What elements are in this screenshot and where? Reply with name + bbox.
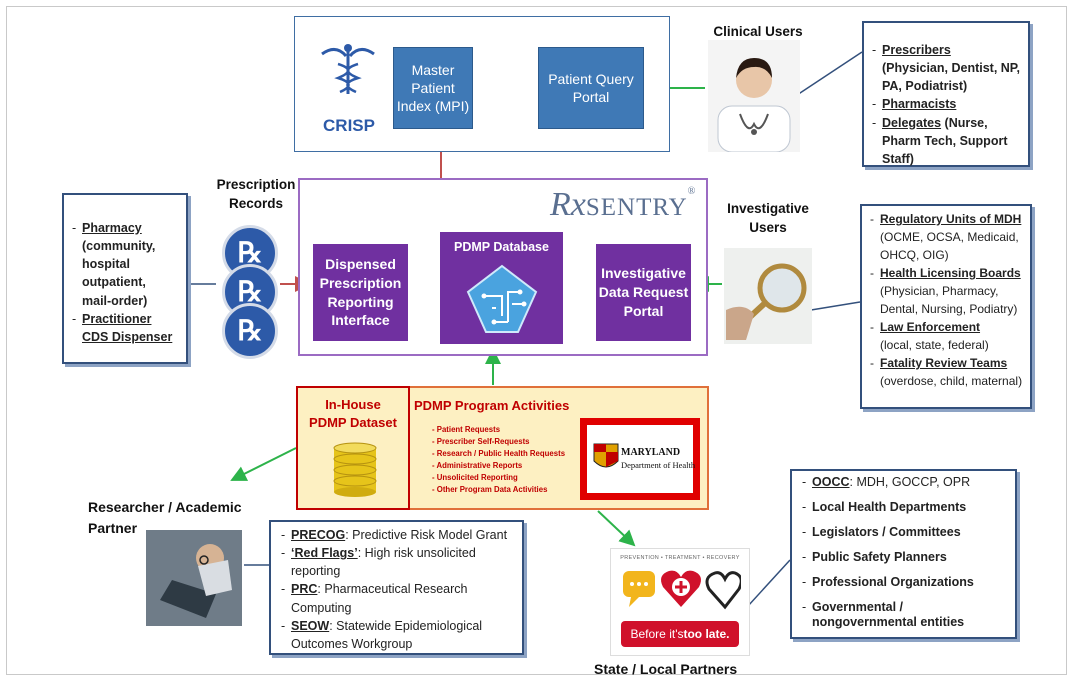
list-item: ‘Red Flags’: High risk unsolicited repor… xyxy=(281,544,516,580)
activities-list: Patient Requests Prescriber Self-Request… xyxy=(432,424,582,496)
list-item: Professional Organizations xyxy=(802,575,1007,590)
list-item: PRECOG: Predictive Risk Model Grant xyxy=(281,526,516,544)
state-partners-box: OOCC: MDH, GOCCP, OPR Local Health Depar… xyxy=(790,469,1017,639)
investigative-line xyxy=(810,301,861,311)
dispensed-interface-box: Dispensed Prescription Reporting Interfa… xyxy=(313,244,408,341)
list-item: Law Enforcement(local, state, federal) xyxy=(870,318,1024,354)
maryland-logo-frame: MARYLAND Department of Health xyxy=(580,418,700,500)
list-item: Pharmacists xyxy=(872,95,1020,113)
list-item: Patient Requests xyxy=(432,424,582,436)
inhouse-dataset-label: In-House PDMP Dataset xyxy=(309,397,397,430)
list-item: Local Health Departments xyxy=(802,500,1007,515)
list-item: Research / Public Health Requests xyxy=(432,448,582,460)
list-item: SEOW: Statewide Epidemiological Outcomes… xyxy=(281,617,516,653)
clinical-users-box: Prescribers (Physician, Dentist, NP, PA,… xyxy=(862,21,1030,167)
list-item: Governmental / nongovernmental entities xyxy=(802,600,1007,630)
activities-to-state-arrow xyxy=(597,510,636,547)
state-partners-title: State / Local Partners xyxy=(594,661,738,677)
clinical-users-title: Clinical Users xyxy=(713,24,803,39)
list-item: Prescriber Self-Requests xyxy=(432,436,582,448)
database-stack-icon xyxy=(333,442,377,497)
campaign-slogan: Before it's too late. xyxy=(621,621,739,647)
list-item: Pharmacy (community, hospital outpatient… xyxy=(72,219,178,310)
researcher-icon xyxy=(146,530,242,626)
maryland-flag-icon xyxy=(593,443,619,468)
pdmp-database-label: PDMP Database xyxy=(454,240,549,254)
pdmp-database-box: PDMP Database xyxy=(440,232,563,344)
outer-frame xyxy=(6,6,1067,675)
magnifier-icon xyxy=(726,263,807,340)
inhouse-dataset-box: In-House PDMP Dataset xyxy=(296,386,410,510)
investigative-users-title: Investigative Users xyxy=(727,201,809,235)
mpi-box: Master Patient Index (MPI) xyxy=(393,47,473,129)
rxsentry-logo: RxSENTRY® xyxy=(550,186,696,223)
prescription-records-title: Prescription Records xyxy=(216,177,296,211)
list-item: Fatality Review Teams(overdose, child, m… xyxy=(870,354,1024,390)
campaign-icons xyxy=(623,570,741,610)
dataset-to-researcher-arrow xyxy=(230,447,297,481)
state-line xyxy=(747,559,791,607)
researcher-title: Researcher / Academic Partner xyxy=(88,499,242,536)
crisp-logo xyxy=(316,40,380,96)
clinical-line xyxy=(796,51,863,96)
list-item: Other Program Data Activities xyxy=(432,484,582,496)
rx-icon: ℞ xyxy=(222,303,278,359)
investigative-portal-box: Investigative Data Request Portal xyxy=(596,244,691,341)
pharmacy-box: Pharmacy (community, hospital outpatient… xyxy=(62,193,188,364)
list-item: Prescribers (Physician, Dentist, NP, PA,… xyxy=(872,41,1020,95)
list-item: Delegates (Nurse, Pharm Tech, Support St… xyxy=(872,114,1020,168)
activities-title: PDMP Program Activities xyxy=(414,398,570,413)
list-item: Health Licensing Boards(Physician, Pharm… xyxy=(870,264,1024,318)
campaign-logo: PREVENTION • TREATMENT • RECOVERY Before… xyxy=(610,548,750,656)
maryland-logo: MARYLAND Department of Health xyxy=(587,425,695,493)
list-item: Unsolicited Reporting xyxy=(432,472,582,484)
clinician-photo xyxy=(708,40,800,153)
researcher-photo xyxy=(146,530,242,626)
crisp-label: CRISP xyxy=(323,116,375,135)
circuit-icon xyxy=(466,264,538,333)
caduceus-icon xyxy=(321,44,375,94)
magnifier-photo xyxy=(724,248,812,344)
list-item: OOCC: MDH, GOCCP, OPR xyxy=(802,475,1007,490)
list-item: Public Safety Planners xyxy=(802,550,1007,565)
doctor-icon xyxy=(717,58,791,153)
list-item: Administrative Reports xyxy=(432,460,582,472)
list-item: PRC: Pharmaceutical Research Computing xyxy=(281,580,516,616)
list-item: Regulatory Units of MDH(OCME, OCSA, Medi… xyxy=(870,210,1024,264)
investigative-users-box: Regulatory Units of MDH(OCME, OCSA, Medi… xyxy=(860,204,1032,409)
list-item: Practitioner CDS Dispenser xyxy=(72,310,178,346)
researcher-box: PRECOG: Predictive Risk Model Grant ‘Red… xyxy=(269,520,524,655)
patient-query-portal-box: Patient Query Portal xyxy=(538,47,644,129)
list-item: Legislators / Committees xyxy=(802,525,1007,540)
